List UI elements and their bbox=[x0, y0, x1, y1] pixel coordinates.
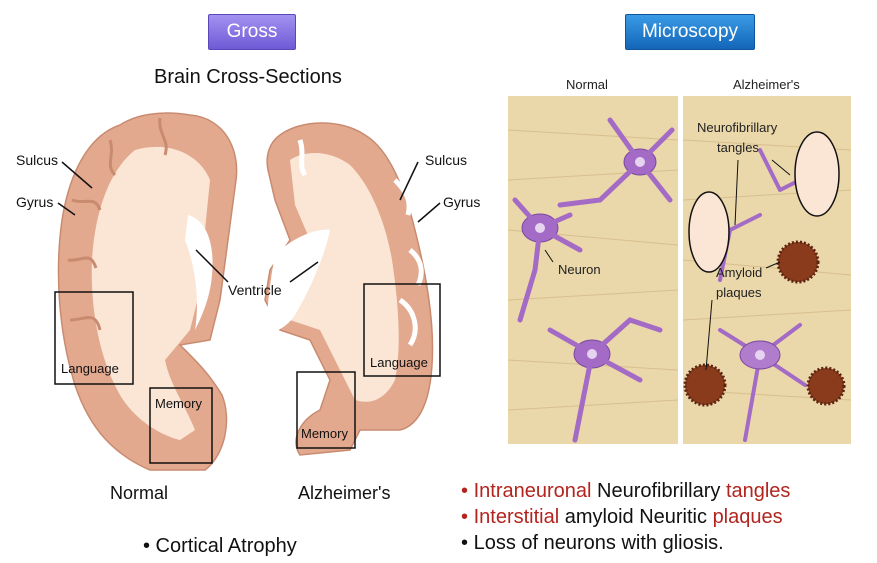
gyrus-label-alzheimers: Gyrus bbox=[443, 194, 480, 210]
finding-term: Intraneuronal bbox=[474, 480, 592, 502]
gyrus-label-normal: Gyrus bbox=[16, 194, 53, 210]
memory-label-alzheimers: Memory bbox=[301, 426, 348, 441]
language-label-normal: Language bbox=[61, 361, 119, 376]
finding-bullet: • bbox=[461, 532, 468, 554]
cortical-atrophy-bullet: • Cortical Atrophy bbox=[143, 535, 297, 558]
caption-normal: Normal bbox=[110, 483, 168, 504]
finding-text: Neurofibrillary bbox=[591, 480, 725, 502]
microscopy-normal-heading: Normal bbox=[566, 77, 608, 92]
finding-term: Interstitial bbox=[474, 506, 560, 528]
sulcus-label-normal: Sulcus bbox=[16, 152, 58, 168]
amyloid-label-line2: plaques bbox=[716, 285, 762, 300]
finding-bullet: • bbox=[461, 480, 468, 502]
memory-label-normal: Memory bbox=[155, 396, 202, 411]
finding-term: tangles bbox=[726, 480, 791, 502]
sulcus-label-alzheimers: Sulcus bbox=[425, 152, 467, 168]
tangles-label-line2: tangles bbox=[717, 140, 759, 155]
alzheimers-brain-section bbox=[265, 123, 433, 455]
finding-text: Loss of neurons with gliosis. bbox=[474, 532, 724, 554]
amyloid-label-line1: Amyloid bbox=[716, 265, 762, 280]
finding-row-1: • Intraneuronal Neurofibrillary tangles bbox=[461, 478, 790, 504]
tangles-label-line1: Neurofibrillary bbox=[697, 120, 777, 135]
finding-term: plaques bbox=[713, 506, 783, 528]
caption-alzheimers: Alzheimer's bbox=[298, 483, 390, 504]
finding-row-2: • Interstitial amyloid Neuritic plaques bbox=[461, 504, 790, 530]
neuron-label: Neuron bbox=[558, 262, 601, 277]
microscopy-alzheimers-heading: Alzheimer's bbox=[733, 77, 800, 92]
finding-text: amyloid Neuritic bbox=[559, 506, 712, 528]
language-label-alzheimers: Language bbox=[370, 355, 428, 370]
findings-list: • Intraneuronal Neurofibrillary tangles … bbox=[461, 478, 790, 556]
ventricle-label: Ventricle bbox=[228, 282, 282, 298]
finding-row-3: • Loss of neurons with gliosis. bbox=[461, 530, 790, 556]
microscopy-alzheimers-panel bbox=[683, 96, 851, 444]
finding-bullet: • bbox=[461, 506, 468, 528]
